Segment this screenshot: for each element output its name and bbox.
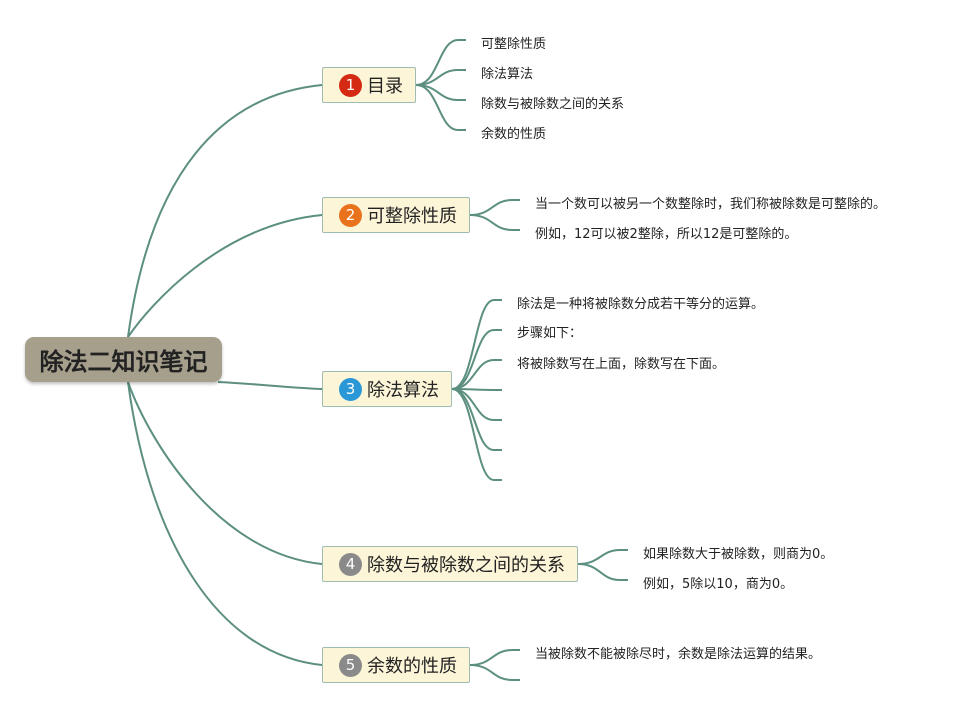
branch-line-1: [127, 84, 323, 338]
branch-line-2: [127, 214, 323, 338]
branch-line-4: [127, 381, 323, 565]
topic2-leaf-line-1: [469, 199, 520, 216]
topic5-leaf-line-1: [469, 649, 520, 666]
topic3-leaf-line-3: [451, 359, 502, 390]
leaf-contents-1[interactable]: 可整除性质: [481, 37, 547, 52]
leaf-contents-2[interactable]: 除法算法: [481, 67, 534, 82]
number-2-icon: 2: [339, 203, 362, 227]
number-3-icon: 3: [339, 377, 362, 401]
number-1-icon: 1: [339, 73, 362, 97]
topic3-leaf-line-7: [451, 388, 502, 481]
topic-divisibility[interactable]: 2 可整除性质: [322, 197, 470, 233]
topic3-leaf-line-2: [451, 329, 502, 390]
topic-label: 除法算法: [367, 380, 439, 401]
leaf-relation-2[interactable]: 例如，5除以10，商为0。: [643, 577, 794, 592]
leaf-algorithm-3[interactable]: 将被除数写在上面，除数写在下面。: [517, 357, 726, 372]
number-5-icon: 5: [339, 653, 362, 677]
leaf-contents-3[interactable]: 除数与被除数之间的关系: [481, 97, 625, 112]
topic-remainder-properties[interactable]: 5 余数的性质: [322, 647, 470, 683]
topic4-leaf-line-1: [577, 549, 628, 565]
topic-division-algorithm[interactable]: 3 除法算法: [322, 371, 452, 407]
topic4-leaf-line-2: [577, 563, 628, 581]
leaf-contents-4[interactable]: 余数的性质: [481, 127, 547, 142]
topic-label: 可整除性质: [367, 206, 457, 227]
topic-divisor-dividend-relation[interactable]: 4 除数与被除数之间的关系: [322, 546, 578, 582]
branch-line-3: [217, 381, 323, 390]
topic5-leaf-line-2: [469, 664, 520, 681]
leaf-divisibility-2[interactable]: 例如，12可以被2整除，所以12是可整除的。: [535, 227, 798, 242]
topic-label: 除数与被除数之间的关系: [367, 555, 565, 576]
central-topic[interactable]: 除法二知识笔记: [25, 337, 222, 382]
topic-label: 余数的性质: [367, 656, 457, 677]
topic1-leaf-line-1: [415, 39, 466, 86]
number-4-icon: 4: [339, 552, 362, 576]
topic-label: 目录: [367, 76, 403, 97]
leaf-relation-1[interactable]: 如果除数大于被除数，则商为0。: [643, 547, 834, 562]
leaf-algorithm-2[interactable]: 步骤如下：: [517, 326, 583, 341]
topic3-leaf-line-1: [451, 299, 502, 390]
leaf-algorithm-1[interactable]: 除法是一种将被除数分成若干等分的运算。: [517, 297, 765, 312]
leaf-divisibility-1[interactable]: 当一个数可以被另一个数整除时，我们称被除数是可整除的。: [535, 197, 887, 212]
topic-contents[interactable]: 1 目录: [322, 67, 416, 103]
leaf-remainder-1[interactable]: 当被除数不能被除尽时，余数是除法运算的结果。: [535, 647, 822, 662]
branch-line-5: [127, 381, 323, 666]
topic2-leaf-line-2: [469, 214, 520, 231]
topic1-leaf-line-4: [415, 84, 466, 131]
